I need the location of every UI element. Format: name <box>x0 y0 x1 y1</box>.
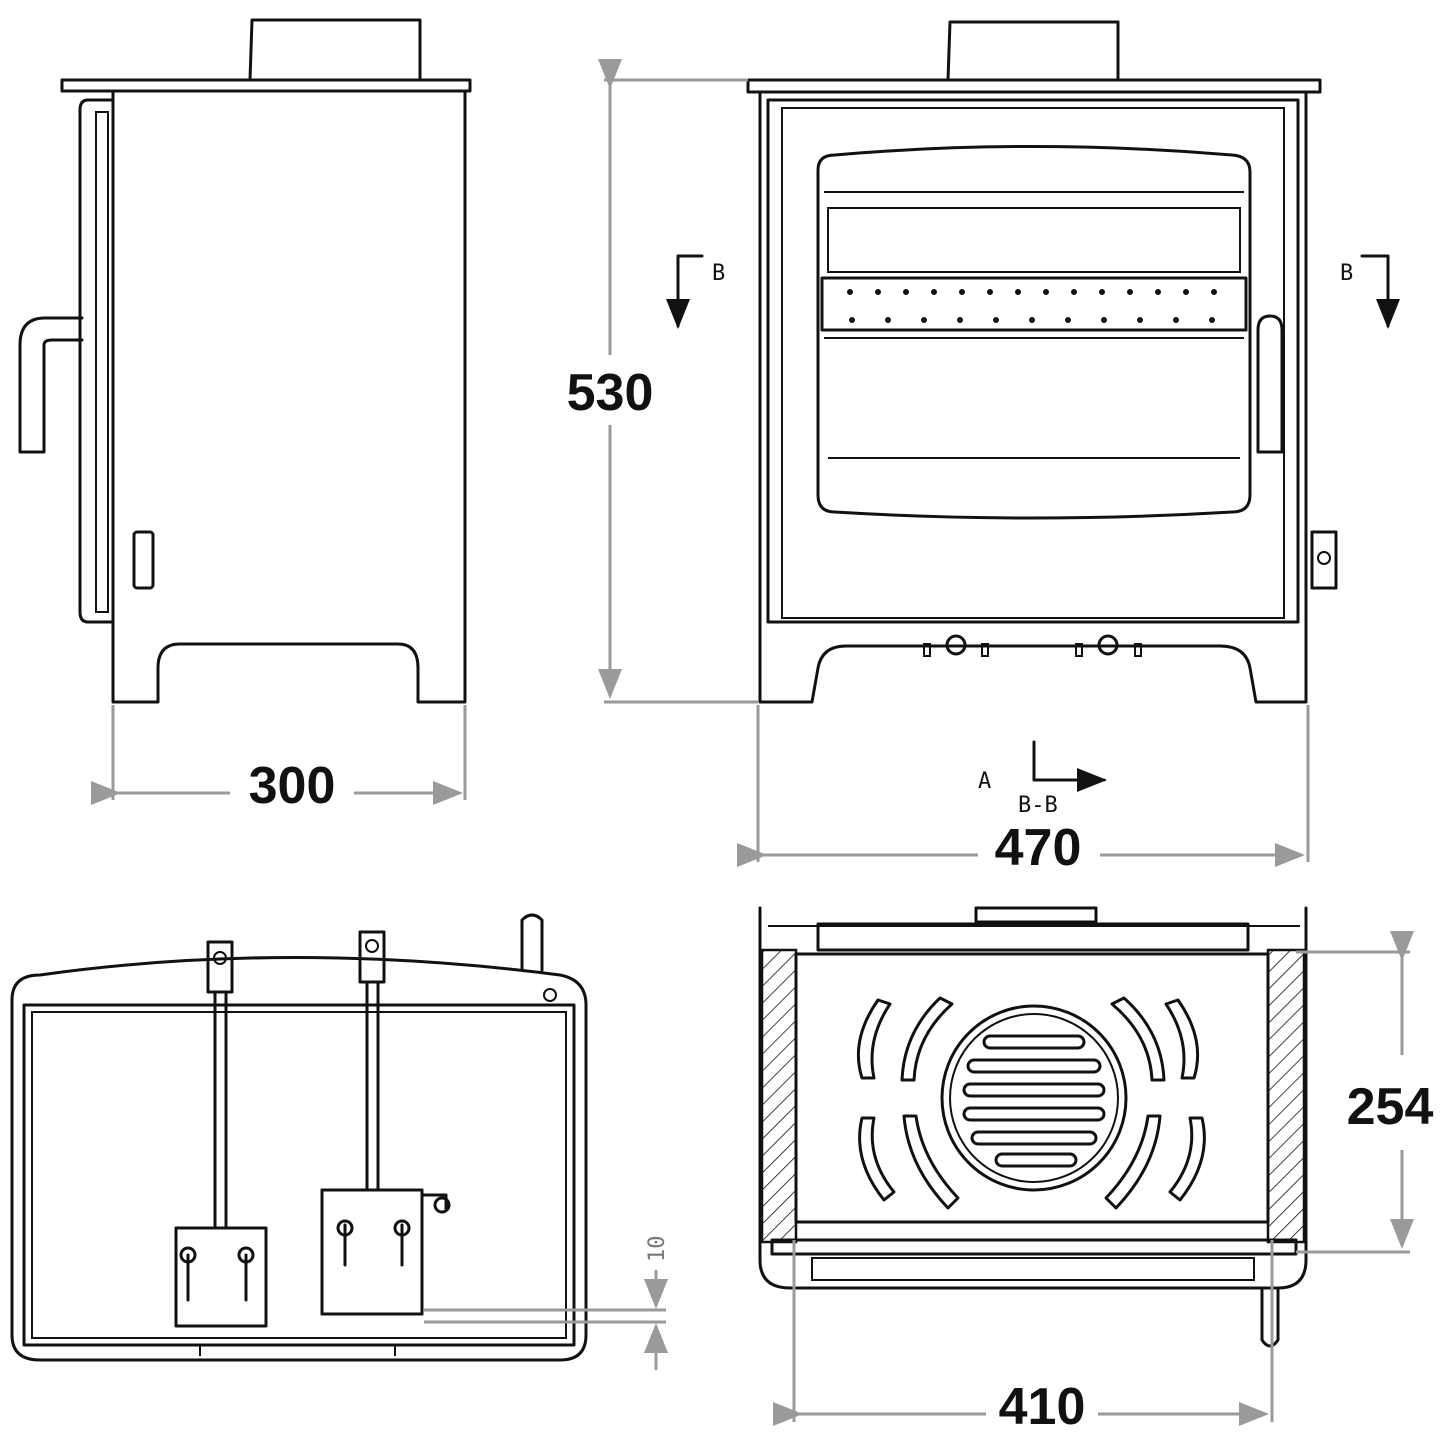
section-letter-left: B <box>712 261 725 286</box>
section-width-dimension: 410 <box>773 1240 1274 1436</box>
side-width-label: 300 <box>249 757 336 815</box>
plan-offset-dimension: 10 <box>424 1236 670 1370</box>
view-letter: A <box>978 769 991 794</box>
section-width-label: 410 <box>999 1378 1086 1436</box>
plan-offset-label: 10 <box>645 1236 670 1263</box>
front-width-dimension: 470 <box>737 705 1310 877</box>
section-name: B-B <box>1018 793 1058 818</box>
front-height-label: 530 <box>567 364 654 422</box>
plan-view <box>10 913 588 1362</box>
air-controls <box>923 634 1142 657</box>
section-depth-label: 254 <box>1347 1078 1434 1136</box>
side-width-dimension: 300 <box>91 705 467 815</box>
airwash-holes <box>847 289 1217 323</box>
front-width-label: 470 <box>995 819 1082 877</box>
front-height-dimension: 530 <box>567 59 758 704</box>
air-slots <box>856 996 1206 1210</box>
section-view <box>758 906 1308 1348</box>
section-view-indicator: A B-B <box>978 740 1107 818</box>
section-mark-left: B <box>666 254 725 329</box>
section-letter-right: B <box>1340 261 1353 286</box>
section-mark-right: B <box>1340 254 1400 329</box>
grate-slots <box>962 1034 1106 1168</box>
side-view <box>18 18 472 704</box>
section-depth-dimension: 254 <box>1296 931 1434 1254</box>
front-view <box>746 20 1338 704</box>
